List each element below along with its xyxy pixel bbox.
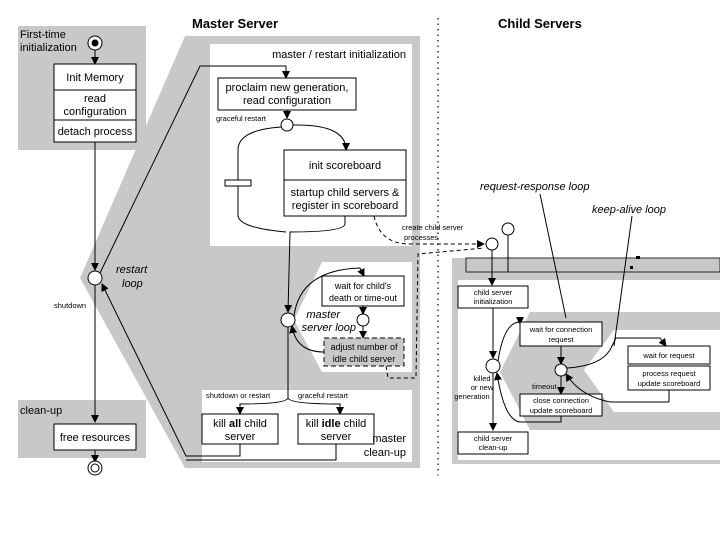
adjust-box	[323, 337, 405, 367]
free-resources-box	[53, 423, 137, 451]
master-restart-init-label: master / restart initialization	[272, 49, 406, 61]
start-node-dot	[91, 39, 99, 47]
detach-process-text: detach process	[58, 126, 133, 138]
first-time-label: First-time	[20, 29, 66, 41]
adjust-node	[356, 313, 370, 327]
kill-idle-box	[297, 413, 375, 445]
proclaim-text-2: read configuration	[243, 95, 331, 107]
child-cleanup-text-2: clean-up	[479, 443, 508, 452]
child-cleanup-text: child server	[474, 434, 513, 443]
keepalive-node	[554, 363, 568, 377]
master-cleanup-label: master	[372, 433, 406, 445]
child-servers-header: Child Servers	[498, 16, 582, 31]
wait-request-box	[627, 345, 711, 365]
child-cleanup-box	[457, 431, 529, 455]
kill-all-text: kill all child	[213, 418, 267, 430]
graceful-restart-label-2: graceful restart	[298, 391, 349, 400]
proclaim-box	[217, 77, 357, 111]
init-scoreboard-text: init scoreboard	[309, 160, 381, 172]
restart-loop-label: restart	[116, 264, 148, 276]
child-init-text-2: initialization	[474, 297, 513, 306]
kill-all-box	[201, 413, 279, 445]
create-child-label-2: processes	[404, 233, 438, 242]
process-request-text: process request	[642, 369, 696, 378]
read-config-text: read	[84, 93, 106, 105]
graceful-restart-label: graceful restart	[216, 114, 267, 123]
read-config-text-2: configuration	[64, 106, 127, 118]
sync-bar	[224, 179, 252, 187]
restart-loop-label-2: loop	[122, 278, 143, 290]
init-scoreboard-box	[283, 149, 407, 217]
free-resources-text: free resources	[60, 432, 131, 444]
init-memory-text: Init Memory	[66, 72, 124, 84]
wait-request-text: wait for request	[642, 351, 695, 360]
wait-child-text: wait for child's	[334, 281, 392, 291]
end-node-inner	[90, 463, 100, 473]
wait-conn-text-2: request	[548, 335, 574, 344]
startup-text-2: register in scoreboard	[292, 200, 398, 212]
request-response-loop-label: request-response loop	[480, 181, 589, 193]
first-time-label-2: initialization	[20, 42, 77, 54]
adjust-text-2: idle child server	[333, 354, 396, 364]
master-loop-label-2: server loop	[302, 322, 356, 334]
process-request-text-2: update scoreboard	[638, 379, 701, 388]
close-conn-text: close connection	[533, 396, 589, 405]
master-loop-node	[280, 312, 296, 328]
master-server-header: Master Server	[192, 16, 278, 31]
killed-label-2: or new	[471, 383, 494, 392]
restart-loop-node	[87, 270, 103, 286]
child-spawn-node-2	[501, 222, 515, 236]
timeout-label: timeout	[532, 382, 558, 391]
wait-conn-text: wait for connection	[529, 325, 593, 334]
master-cleanup-label-2: clean-up	[364, 447, 406, 459]
proclaim-text: proclaim new generation,	[226, 82, 349, 94]
startup-text: startup child servers &	[291, 187, 400, 199]
kill-idle-text: kill idle child	[306, 418, 367, 430]
child-init-text: child server	[474, 288, 513, 297]
kill-idle-text-2: server	[321, 431, 352, 443]
shutdown-label: shutdown	[54, 301, 86, 310]
child-spawn-node	[485, 237, 499, 251]
keep-alive-loop-label: keep-alive loop	[592, 204, 666, 216]
adjust-text: adjust number of	[330, 342, 398, 352]
killed-label: killed	[473, 374, 490, 383]
create-child-label: create child server	[402, 223, 464, 232]
close-conn-text-2: update scoreboard	[530, 406, 593, 415]
wait-child-text-2: death or time-out	[329, 293, 398, 303]
cleanup-label: clean-up	[20, 405, 62, 417]
kill-all-text-2: server	[225, 431, 256, 443]
shutdown-or-restart-label: shutdown or restart	[206, 391, 271, 400]
graceful-restart-node	[280, 118, 294, 132]
child-loop-node	[485, 358, 501, 374]
killed-label-3: generation	[454, 392, 489, 401]
master-loop-label: master	[306, 309, 341, 321]
